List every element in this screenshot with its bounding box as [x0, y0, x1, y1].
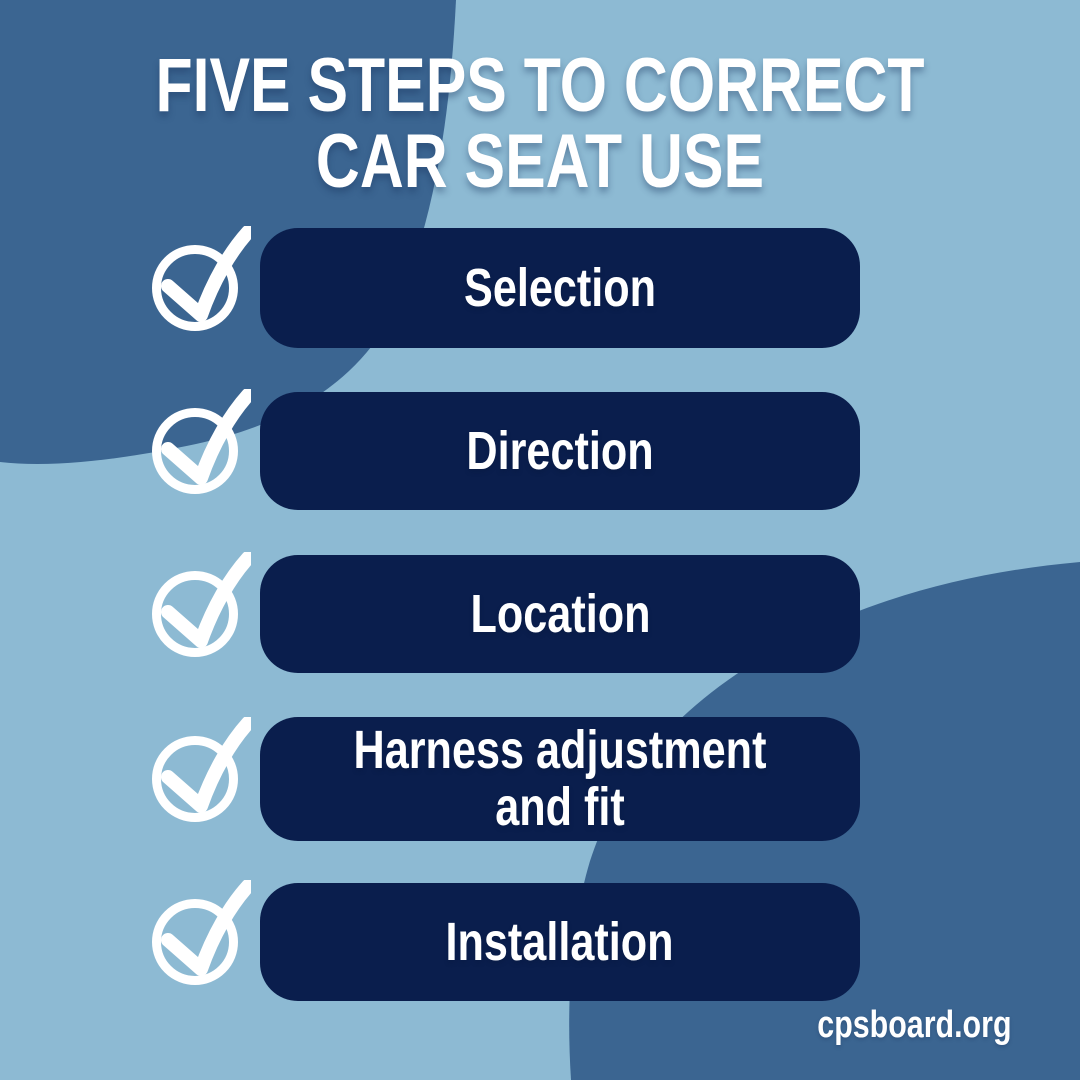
step-label: Selection: [463, 257, 657, 318]
footer: cpsboard.org: [793, 1004, 1033, 1047]
check-circle-icon: [151, 388, 255, 501]
step-pill: Installation: [260, 883, 860, 1001]
check-circle-icon: [151, 879, 255, 992]
step-row: Selection: [0, 225, 1080, 348]
website-text: cpsboard.org: [817, 1004, 1012, 1046]
title-line-2: CAR SEAT USE: [315, 119, 765, 204]
step-row: Direction: [0, 388, 1080, 510]
step-row: Harness adjustment and fit: [0, 716, 1080, 841]
step-label: Direction: [466, 420, 654, 481]
step-label: Harness adjustment and fit: [353, 720, 767, 837]
step-label: Location: [470, 583, 650, 644]
check-circle-icon: [151, 551, 255, 664]
check-circle-icon: [151, 716, 255, 829]
check-circle-icon: [151, 225, 255, 338]
step-pill: Harness adjustment and fit: [260, 717, 860, 841]
title-line-1: FIVE STEPS TO CORRECT: [155, 43, 925, 128]
poster-title: FIVE STEPS TO CORRECT CAR SEAT USE: [0, 48, 1080, 200]
step-row: Installation: [0, 879, 1080, 1001]
step-pill: Selection: [260, 228, 860, 348]
step-label: Installation: [445, 911, 675, 972]
step-row: Location: [0, 551, 1080, 673]
step-pill: Direction: [260, 392, 860, 510]
step-pill: Location: [260, 555, 860, 673]
